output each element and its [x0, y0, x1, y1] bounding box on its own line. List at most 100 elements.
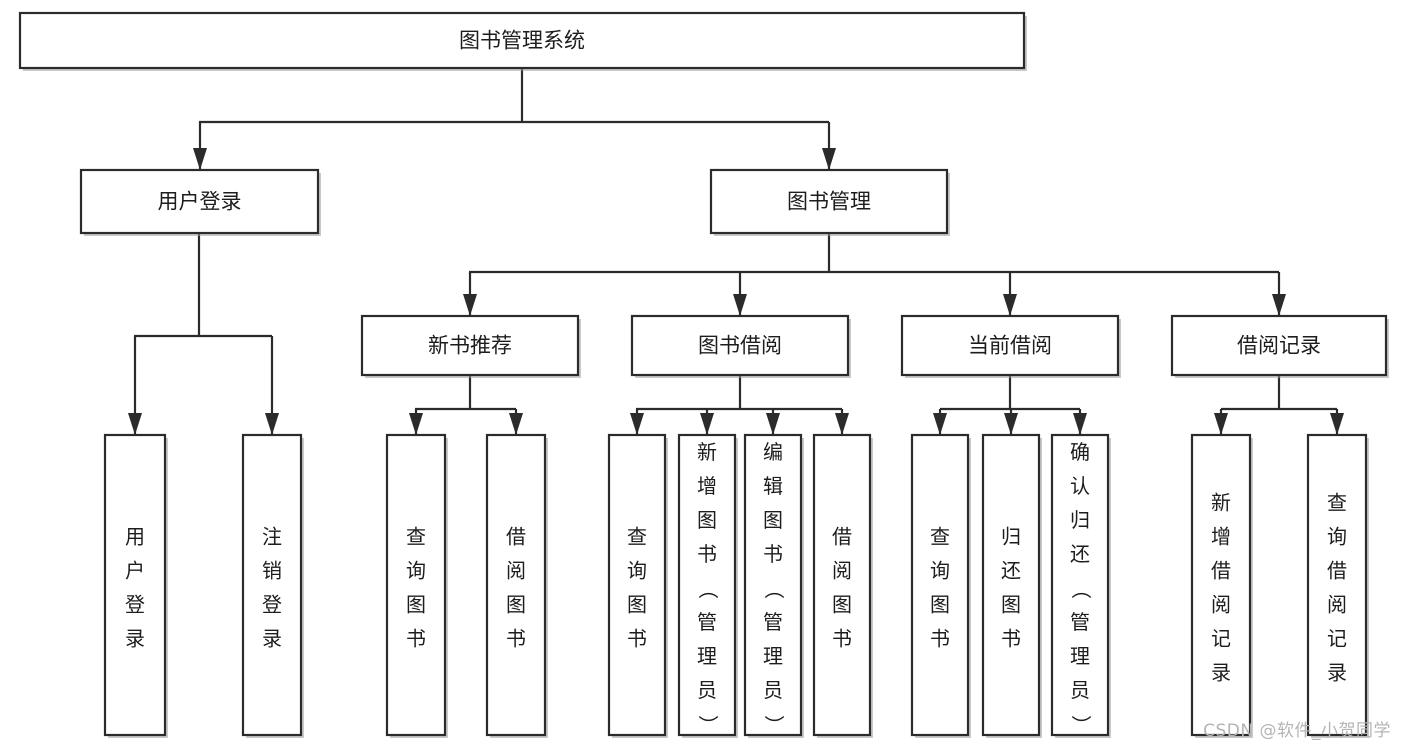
node-label-char: 书	[1001, 627, 1021, 651]
node-current-borrow[interactable]: 当前借阅	[900, 314, 1121, 378]
node-box[interactable]	[103, 433, 167, 737]
node-label-char: 询	[930, 559, 950, 583]
node-label: 当前借阅	[968, 334, 1052, 358]
node-box[interactable]	[1306, 433, 1368, 737]
node-book-borrow[interactable]: 图书借阅	[630, 314, 851, 378]
node-label-char: 登	[262, 593, 282, 617]
node-label: 用户登录	[158, 190, 242, 214]
node-borrow-record[interactable]: 借阅记录	[1170, 314, 1389, 378]
node-leaf-cur-return[interactable]: 归还图书归还图书	[971, 0, 1051, 738]
node-label-char: 书	[406, 627, 426, 651]
node-box[interactable]	[241, 433, 303, 737]
node-label-char: 书	[930, 627, 950, 651]
node-box[interactable]	[607, 433, 667, 737]
node-label-char: 还	[1001, 559, 1021, 583]
node-box[interactable]	[743, 433, 803, 737]
node-label-char: 图	[697, 508, 717, 532]
node-leaf-rec-add[interactable]: 新增借阅记录新增借阅记录	[1161, 0, 1281, 738]
node-label-char: 查	[406, 525, 426, 549]
node-box[interactable]	[709, 168, 949, 235]
node-label-char: 理	[697, 644, 717, 668]
connector-arrow-icon	[1073, 413, 1087, 435]
node-leaf-borrow-do[interactable]: 借阅图书借阅图书	[802, 0, 882, 738]
node-label-char: 新	[697, 440, 717, 464]
node-box[interactable]	[18, 11, 1026, 70]
node-box[interactable]	[385, 433, 447, 737]
node-label-char: （	[696, 579, 720, 599]
node-label-char: 注	[262, 525, 282, 549]
connector-drops-bus-new-book-rec	[409, 409, 523, 435]
node-box[interactable]	[1190, 433, 1252, 737]
node-box[interactable]	[79, 168, 320, 235]
node-box[interactable]	[812, 433, 872, 737]
node-label-char: 图	[763, 508, 783, 532]
connector-arrow-icon	[128, 413, 142, 435]
node-label-char: 录	[125, 627, 145, 651]
node-box[interactable]	[630, 314, 850, 377]
node-label-char: 记	[1211, 627, 1231, 651]
node-box[interactable]	[981, 433, 1041, 737]
node-box[interactable]	[485, 433, 547, 737]
node-leaf-borrow-query[interactable]: 查询图书查询图书	[597, 0, 677, 738]
node-box[interactable]	[1170, 314, 1388, 377]
node-box[interactable]	[360, 314, 580, 377]
connector-arrow-icon	[1330, 413, 1344, 435]
node-label-char: 管	[763, 610, 783, 634]
node-label-char: 阅	[506, 559, 526, 583]
node-label-char: 录	[262, 627, 282, 651]
node-label-char: 书	[832, 627, 852, 651]
connector-group-bus-current-borrow	[940, 375, 1080, 411]
connector-group-bus-borrow-record	[1221, 375, 1337, 411]
connector-arrow-icon	[1003, 294, 1017, 316]
node-root[interactable]: 图书管理系统	[18, 11, 1027, 71]
node-label-char: 新	[1211, 491, 1231, 515]
node-label: 图书借阅	[698, 334, 782, 358]
node-box[interactable]	[900, 314, 1120, 377]
node-label-char: 借	[1211, 559, 1231, 583]
node-leaf-user-logout[interactable]: 注销登录注销登录	[232, 0, 312, 738]
node-label-char: 用	[125, 525, 145, 549]
node-box[interactable]	[1050, 433, 1110, 737]
connector-drops-bus-borrow-record	[1214, 409, 1344, 435]
node-leaf-rec-query[interactable]: 查询图书查询图书	[376, 0, 456, 738]
node-label-char: ）	[1069, 715, 1093, 735]
node-label-char: 登	[125, 593, 145, 617]
node-leaf-user-login[interactable]: 用户登录用户登录	[95, 0, 175, 738]
node-box[interactable]	[677, 433, 737, 737]
node-label-char: 辑	[763, 474, 783, 498]
connector-arrow-icon	[700, 413, 714, 435]
node-label-char: 书	[627, 627, 647, 651]
node-label-char: ）	[762, 715, 786, 735]
node-new-book-rec[interactable]: 新书推荐	[360, 314, 581, 378]
node-label: 新书推荐	[428, 334, 512, 358]
connector-arrow-icon	[766, 413, 780, 435]
connector-drops-bus-user-login	[128, 336, 279, 435]
node-label-char: 图	[627, 593, 647, 617]
node-label-char: 理	[763, 644, 783, 668]
connector-arrow-icon	[835, 413, 849, 435]
node-leaf-cur-query[interactable]: 查询图书查询图书	[900, 0, 980, 738]
connector-arrow-icon	[409, 413, 423, 435]
node-label: 图书管理	[787, 190, 871, 214]
connector-arrow-icon	[1214, 413, 1228, 435]
node-label-char: 销	[262, 559, 282, 583]
node-leaf-rec-borrow[interactable]: 借阅图书借阅图书	[476, 0, 556, 738]
connector-drops-bus-book-manage	[463, 272, 1286, 316]
node-box[interactable]	[910, 433, 970, 737]
node-label-char: 图	[930, 593, 950, 617]
node-label-char: 借	[506, 525, 526, 549]
node-label-char: 管	[1070, 610, 1090, 634]
node-book-manage[interactable]: 图书管理	[709, 168, 950, 236]
connector-arrow-icon	[265, 413, 279, 435]
node-label-char: 图	[406, 593, 426, 617]
node-label-char: 归	[1001, 525, 1021, 549]
node-leaf-rec-search[interactable]: 查询借阅记录查询借阅记录	[1277, 0, 1397, 738]
node-user-login[interactable]: 用户登录	[79, 168, 321, 236]
node-label-char: 户	[125, 559, 145, 583]
connector-arrow-icon	[933, 413, 947, 435]
node-label-char: 查	[930, 525, 950, 549]
